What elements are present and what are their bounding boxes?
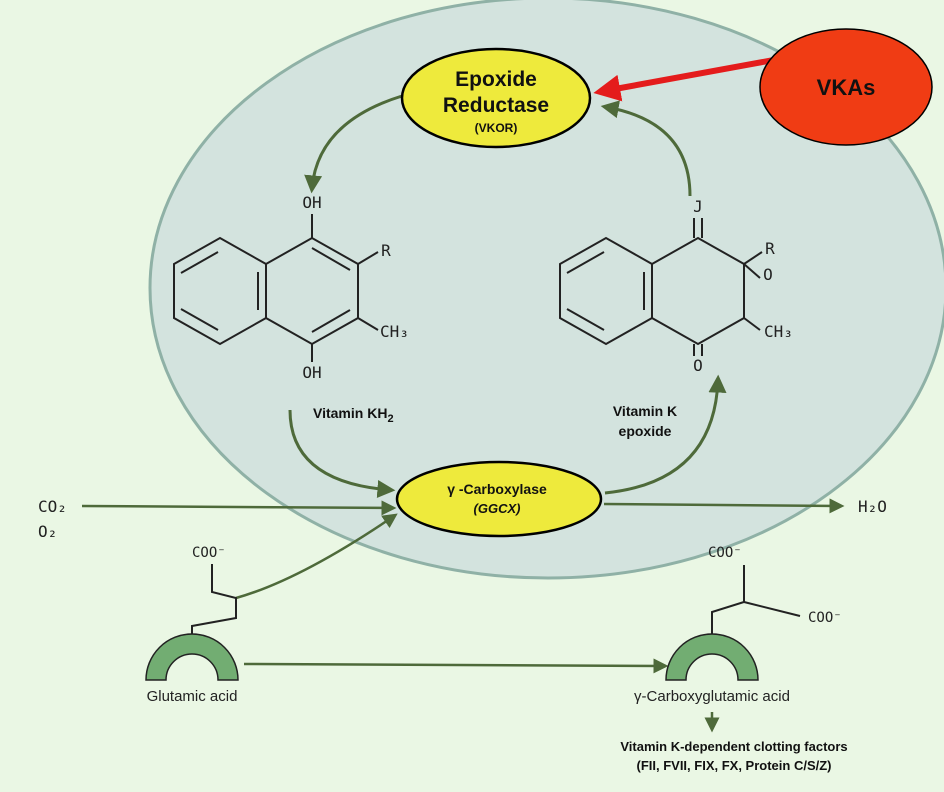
epoxide-o-top: J: [693, 197, 703, 216]
epoxide-label-line1: Vitamin K: [613, 403, 677, 419]
epoxide-r: R: [765, 239, 775, 258]
epoxide-o-bottom: O: [693, 356, 703, 375]
glutamic-binding-site: [145, 633, 239, 681]
o2-label: O₂: [38, 522, 57, 541]
kh2-oh-bottom: OH: [302, 363, 321, 382]
vkas-bubble: [759, 28, 933, 146]
glutamic-acid-label: Glutamic acid: [147, 688, 238, 705]
kh2-label: Vitamin KH2: [313, 405, 394, 425]
carboxylase-abbr: (GGCX): [474, 501, 521, 516]
arrow-carboxylase-to-h2o: [603, 498, 845, 514]
epoxide-label-line2: epoxide: [619, 423, 672, 439]
epoxide-reductase-abbr: (VKOR): [475, 121, 518, 135]
epoxide-reductase-line2: Reductase: [443, 94, 549, 117]
carboxy-coo-label-2: COO⁻: [808, 610, 842, 626]
carboxy-binding-site: [665, 633, 759, 681]
carboxylase-line1: γ -Carboxylase: [447, 481, 547, 497]
epoxide-reductase-line1: Epoxide: [455, 68, 537, 91]
kh2-r: R: [381, 241, 391, 260]
epoxide-reductase-enzyme: [400, 47, 592, 149]
arrow-epoxide-to-vkor: [600, 100, 692, 197]
epoxide-o-ring: O: [763, 265, 773, 284]
arrow-glutamate-to-carboxylase: [235, 513, 398, 600]
vitamin-k-epoxide-structure: [559, 218, 763, 356]
vkas-label: VKAs: [817, 75, 876, 100]
glutamic-coo-label: COO⁻: [192, 545, 226, 561]
carboxyglutamic-acid-label: γ-Carboxyglutamic acid: [634, 688, 790, 705]
clotting-factors-line1: Vitamin K-dependent clotting factors: [620, 739, 847, 754]
carboxy-branch: [743, 601, 801, 617]
arrow-kh2-to-carboxylase: [288, 409, 396, 498]
kh2-oh-top: OH: [302, 193, 321, 212]
carboxy-side-chain: [711, 565, 745, 642]
arrow-co2-to-carboxylase: [81, 500, 397, 516]
glutamic-side-chain: [191, 564, 237, 642]
arrow-glutamic-to-carboxyglutamic: [243, 658, 669, 674]
kh2-ch3: CH₃: [380, 322, 409, 341]
cell-compartment: [148, 0, 944, 580]
co2-label: CO₂: [38, 497, 67, 516]
vka-inhibition-arrow: [593, 54, 791, 102]
epoxide-ch3: CH₃: [764, 322, 793, 341]
arrow-vkor-to-kh2: [304, 94, 403, 194]
vitamin-kh2-structure: [173, 214, 379, 362]
carboxylase-enzyme: [395, 460, 603, 538]
arrow-carboxylase-to-epoxide: [604, 374, 727, 495]
clotting-factors-line2: (FII, FVII, FIX, FX, Protein C/S/Z): [636, 758, 831, 773]
h2o-label: H₂O: [858, 497, 887, 516]
carboxy-coo-label-1: COO⁻: [708, 545, 742, 561]
